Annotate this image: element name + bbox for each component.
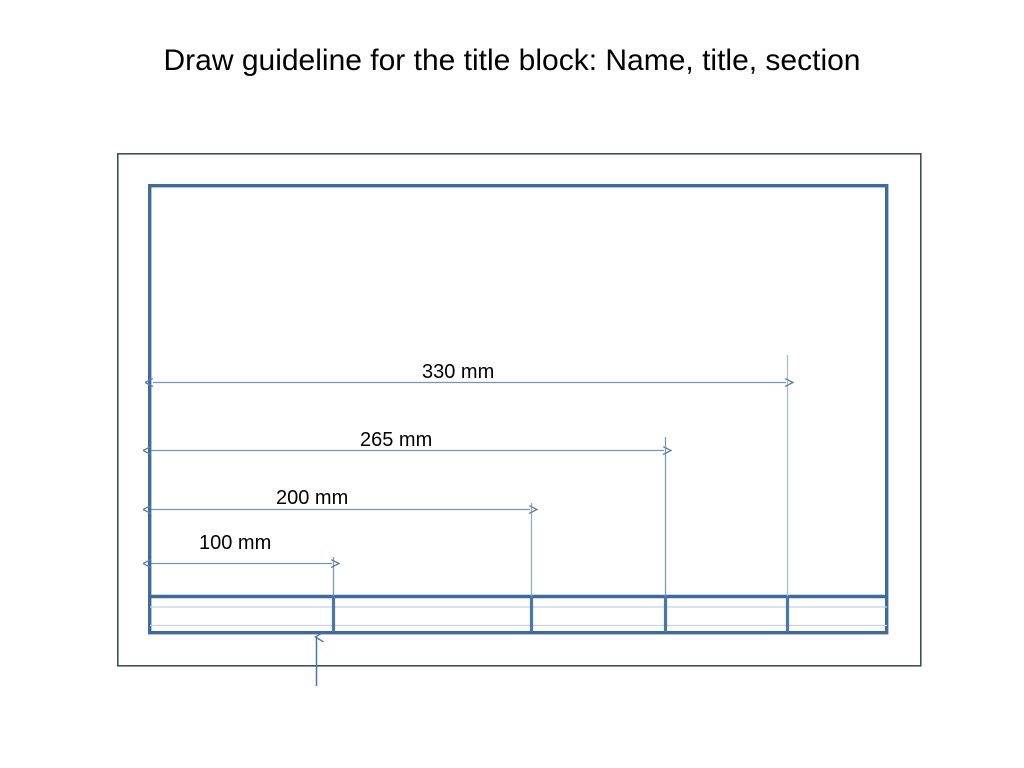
outer-sheet-border: [117, 153, 922, 667]
dimension-label-200: 200 mm: [276, 487, 349, 509]
dimension-label-265: 265 mm: [360, 429, 433, 451]
page-title: Draw guideline for the title block: Name…: [163, 44, 861, 77]
dimension-label-330: 330 mm: [422, 361, 495, 383]
inner-drawing-border: [147, 183, 889, 635]
dimension-label-100: 100 mm: [199, 532, 272, 554]
